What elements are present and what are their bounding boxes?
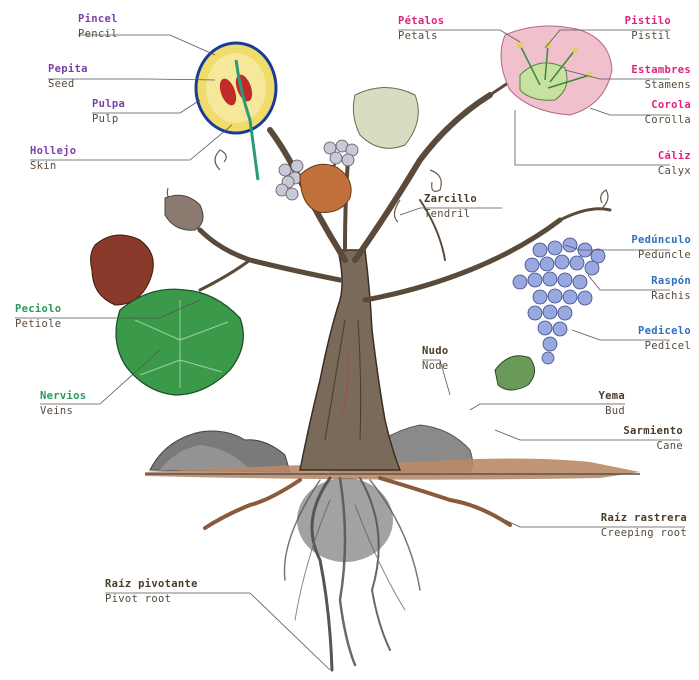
label-hollejo: Hollejo Skin (30, 144, 76, 174)
label-nervios: Nervios Veins (40, 389, 86, 419)
label-en: Rachis (651, 289, 691, 304)
label-en: Pencil (78, 27, 118, 42)
label-raiz-pivotante: Raíz pivotante Pivot root (105, 577, 198, 607)
label-peciolo: Peciolo Petiole (15, 302, 61, 332)
label-es: Corola (645, 98, 691, 113)
label-raiz-rastrera: Raíz rastrera Creeping root (601, 511, 687, 541)
red-leaf (91, 235, 154, 305)
label-en: Pivot root (105, 592, 198, 607)
label-zarcillo: Zarcillo Tendril (424, 192, 477, 222)
label-es: Raíz rastrera (601, 511, 687, 526)
label-es: Zarcillo (424, 192, 477, 207)
label-estambres: Estambres Stamens (631, 63, 691, 93)
label-petalos: Pétalos Petals (398, 14, 444, 44)
label-sarmiento: Sarmiento Cane (623, 424, 683, 454)
label-es: Sarmiento (623, 424, 683, 439)
label-raspon: Raspón Rachis (651, 274, 691, 304)
label-pincel: Pincel Pencil (78, 12, 118, 42)
label-pedicelo: Pedicelo Pedicel (638, 324, 691, 354)
berry-cross-section (196, 43, 276, 180)
label-es: Pétalos (398, 14, 444, 29)
label-en: Cane (623, 439, 683, 454)
small-green-leaf (495, 356, 535, 390)
label-es: Nervios (40, 389, 86, 404)
label-en: Creeping root (601, 526, 687, 541)
brown-leaf-center (300, 164, 351, 212)
label-en: Pistil (625, 29, 671, 44)
dry-leaf (165, 195, 203, 230)
label-en: Veins (40, 404, 86, 419)
label-es: Pepita (48, 62, 88, 77)
label-es: Pulpa (92, 97, 125, 112)
flower (501, 26, 612, 115)
label-en: Stamens (631, 78, 691, 93)
pale-leaf (353, 88, 418, 149)
label-en: Tendril (424, 207, 477, 222)
label-en: Seed (48, 77, 88, 92)
label-en: Skin (30, 159, 76, 174)
label-pepita: Pepita Seed (48, 62, 88, 92)
label-en: Petals (398, 29, 444, 44)
trunk (300, 250, 400, 470)
label-es: Pedicelo (638, 324, 691, 339)
label-en: Corolla (645, 113, 691, 128)
grape-bunch (513, 238, 605, 364)
label-en: Calyx (658, 164, 691, 179)
label-pulpa: Pulpa Pulp (92, 97, 125, 127)
label-es: Cáliz (658, 149, 691, 164)
label-es: Pistilo (625, 14, 671, 29)
label-es: Pincel (78, 12, 118, 27)
label-es: Peciolo (15, 302, 61, 317)
label-en: Bud (599, 404, 626, 419)
label-es: Raspón (651, 274, 691, 289)
label-en: Peduncle (631, 248, 691, 263)
label-es: Yema (599, 389, 626, 404)
label-pedunculo: Pedúnculo Peduncle (631, 233, 691, 263)
label-pistilo: Pistilo Pistil (625, 14, 671, 44)
label-es: Hollejo (30, 144, 76, 159)
label-en: Petiole (15, 317, 61, 332)
label-yema: Yema Bud (599, 389, 626, 419)
label-en: Node (422, 359, 449, 374)
label-en: Pedicel (638, 339, 691, 354)
label-es: Pedúnculo (631, 233, 691, 248)
green-leaf (116, 289, 243, 395)
label-caliz: Cáliz Calyx (658, 149, 691, 179)
label-corola: Corola Corolla (645, 98, 691, 128)
label-es: Estambres (631, 63, 691, 78)
label-en: Pulp (92, 112, 125, 127)
label-nudo: Nudo Node (422, 344, 449, 374)
label-es: Nudo (422, 344, 449, 359)
root-mass (297, 478, 393, 562)
label-es: Raíz pivotante (105, 577, 198, 592)
